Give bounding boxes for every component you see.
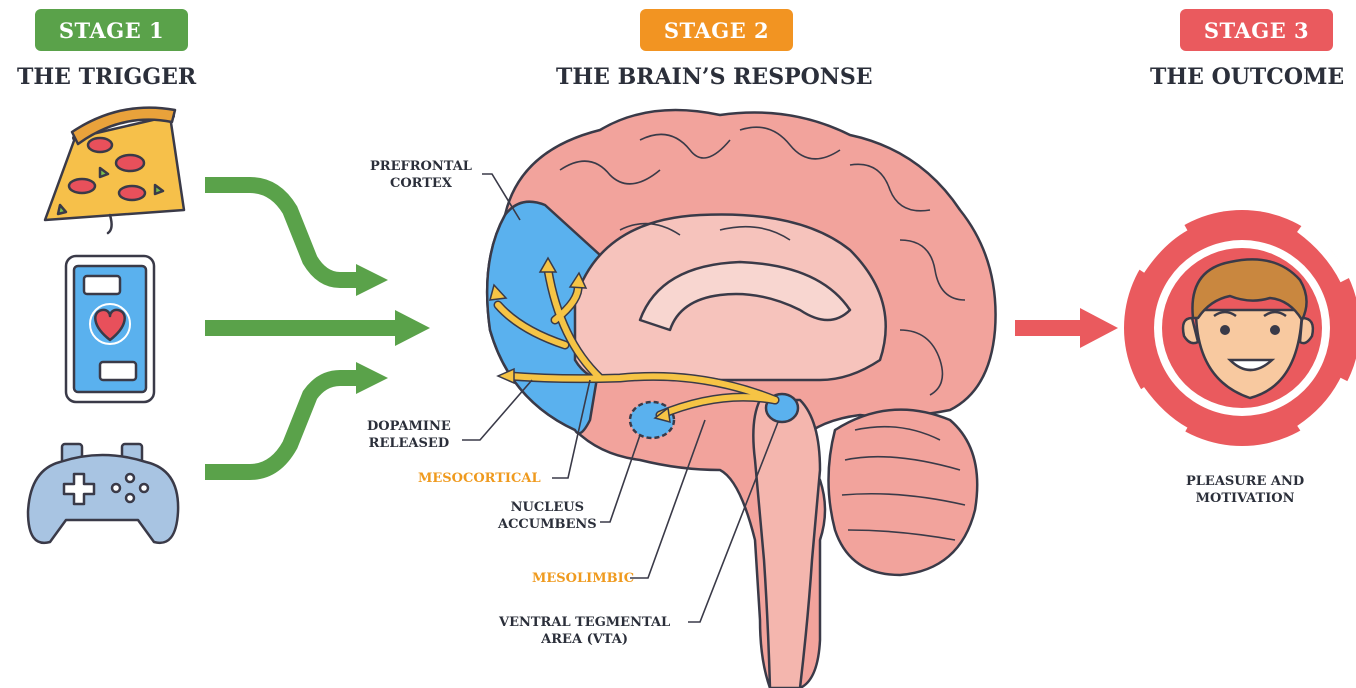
label-mesolimbic: MESOLIMBIC (532, 570, 634, 587)
label-mesocortical: MESOCORTICAL (418, 470, 541, 487)
pizza-icon (45, 108, 184, 233)
outcome-arrow (1015, 308, 1118, 348)
cerebellum (829, 410, 978, 575)
phone-heart-icon (66, 256, 154, 402)
outcome-happy-face-icon (1124, 210, 1356, 446)
gamepad-icon (28, 444, 178, 543)
